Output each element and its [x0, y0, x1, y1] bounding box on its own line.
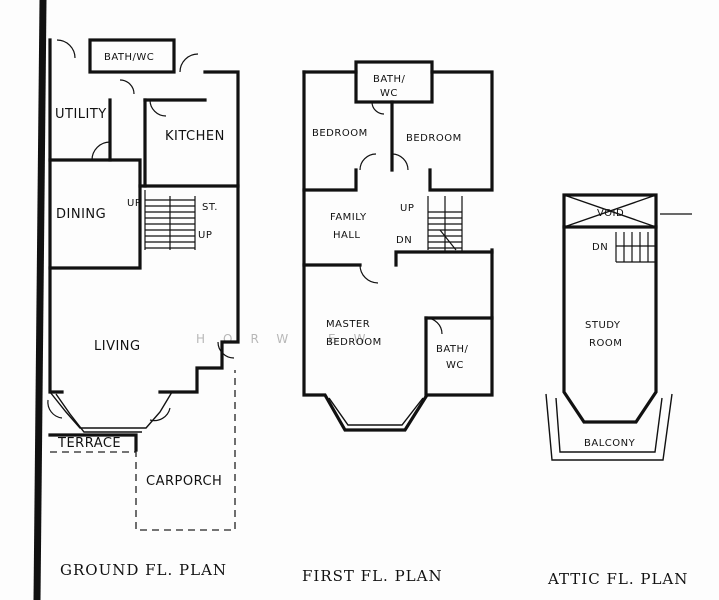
attic-stair [615, 232, 656, 263]
ground-stair-st: ST. [202, 202, 218, 213]
ff-bedroom-right-label: BEDROOM [406, 133, 462, 144]
ff-master-line2: BEDROOM [326, 337, 382, 348]
bath-door-swing [179, 53, 199, 73]
attic-study-line1: STUDY [585, 320, 621, 331]
void-cross-2 [563, 194, 657, 228]
ff-bedroom-left-label: BEDROOM [312, 128, 368, 139]
ground-stair [144, 190, 196, 250]
ff-bath-bottom-line1: BATH/ [436, 344, 469, 355]
first-floor-plan: BATH/ WC BEDROOM BEDROOM FAMILY HALL UP … [302, 60, 494, 585]
ground-stair-up-left: UP [127, 198, 141, 209]
ff-stair-up: UP [400, 203, 414, 214]
ff-bedroom-right-door [391, 153, 409, 171]
ff-bath-top-box [354, 60, 434, 104]
front-door-swing [56, 39, 76, 59]
living-left-wall [48, 266, 64, 394]
ff-master-line1: MASTER [326, 319, 370, 330]
ff-lower-walls [302, 188, 494, 432]
utility-door-swing [91, 141, 111, 161]
terrace-door-left [47, 399, 63, 419]
ff-left-upper-wall [302, 70, 358, 192]
terrace-wall [48, 433, 138, 452]
ff-bath-door [371, 101, 385, 115]
ff-hall-master-wall-right [394, 250, 494, 267]
ff-bath-bottom-door [425, 317, 443, 335]
ff-bath-top-line1: BATH/ [373, 74, 406, 85]
ff-family-hall-line2: HALL [333, 230, 361, 241]
bay-window [49, 391, 173, 429]
attic-void-box [562, 193, 658, 229]
attic-balcony-label: BALCONY [584, 438, 636, 449]
terrace-door-right [149, 407, 171, 422]
ff-master-door [359, 264, 379, 284]
first-floor-title: FIRST FL. PLAN [302, 567, 443, 585]
attic-stair-dn: DN [592, 242, 608, 253]
utility-label: UTILITY [55, 107, 107, 122]
attic-floor-plan: VOID DN STUDY ROOM BALCONY ATTIC FL. PLA… [545, 193, 692, 588]
ff-family-hall-line1: FAMILY [330, 212, 367, 223]
ground-stair-up-right: UP [198, 230, 212, 241]
attic-walls [562, 225, 658, 424]
ff-stair [427, 196, 463, 252]
ff-bay-inner [328, 397, 424, 426]
attic-floor-title: ATTIC FL. PLAN [547, 570, 688, 588]
ff-bath-top-line2: WC [380, 88, 398, 99]
living-side-door [217, 341, 235, 359]
dining-top-wall [48, 158, 142, 188]
ground-floor-plan: BATH/WC UTILITY KITCHEN DINING UP UP ST.… [33, 0, 240, 600]
kitchen-door-swing [119, 79, 135, 95]
ff-bedroom-left-door [359, 153, 377, 171]
party-wall [33, 0, 47, 600]
terrace-label: TERRACE [57, 436, 121, 451]
carporch-label: CARPORCH [146, 474, 222, 489]
dining-label: DINING [56, 207, 106, 222]
balcony-outer [545, 393, 673, 461]
ground-bath-box [88, 38, 176, 74]
ground-floor-title: GROUND FL. PLAN [60, 561, 227, 579]
kitchen-inner-door [149, 99, 167, 117]
kitchen-label: KITCHEN [165, 129, 225, 144]
ff-stair-dn: DN [396, 235, 412, 246]
ff-bath-bottom-line2: WC [446, 360, 464, 371]
attic-void-label: VOID [597, 208, 624, 219]
living-right-wall [158, 184, 240, 394]
ff-top-right [428, 70, 494, 192]
attic-study-line2: ROOM [589, 338, 622, 349]
carporch-outline [50, 370, 236, 531]
bay-window-inner [55, 393, 142, 433]
ground-bath-label: BATH/WC [104, 52, 154, 63]
balcony-inner [555, 397, 663, 453]
living-label: LIVING [94, 339, 141, 354]
